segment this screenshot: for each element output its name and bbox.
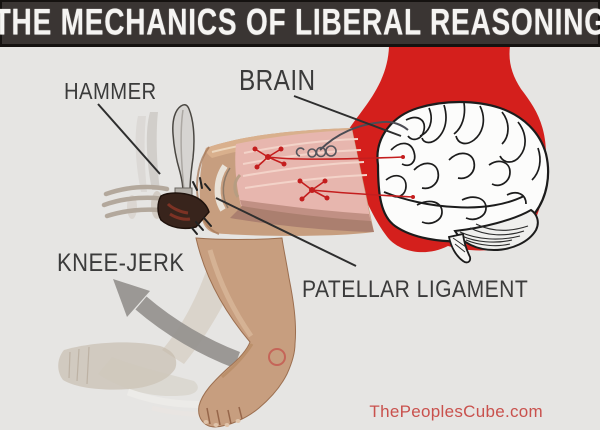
label-knee-jerk: KNEE-JERK: [57, 249, 185, 277]
label-brain: BRAIN: [239, 65, 316, 97]
nerve-fiber: [319, 120, 409, 151]
muscle-spindle-coil: [295, 145, 337, 158]
brain-leader-line: [293, 95, 402, 137]
hammer-leader-line: [97, 103, 161, 175]
nerve-ending-lower: [297, 178, 415, 202]
patellar-leader-line: [215, 197, 357, 267]
hammer-head: [157, 192, 210, 230]
label-hammer: HAMMER: [64, 78, 157, 104]
lower-leg-foot: [195, 237, 297, 428]
heel-spot: [268, 348, 286, 366]
page-title: THE MECHANICS OF LIBERAL REASONING: [0, 2, 600, 43]
nerve-ending-upper: [252, 146, 405, 170]
site-credit: ThePeoplesCube.com: [369, 402, 543, 421]
label-patellar-ligament: PATELLAR LIGAMENT: [302, 276, 529, 303]
title-bar: THE MECHANICS OF LIBERAL REASONING: [0, 0, 600, 47]
nerve-pathways: [252, 120, 415, 202]
impact-sparks: [192, 177, 211, 191]
brain-illustration: [376, 100, 550, 264]
kick-direction-arrow: [113, 279, 241, 368]
reflex-hammer: [101, 104, 212, 235]
brain-gyri: [385, 102, 541, 225]
thigh-muscle-cross-section: [199, 128, 374, 236]
leader-lines: [97, 95, 402, 267]
